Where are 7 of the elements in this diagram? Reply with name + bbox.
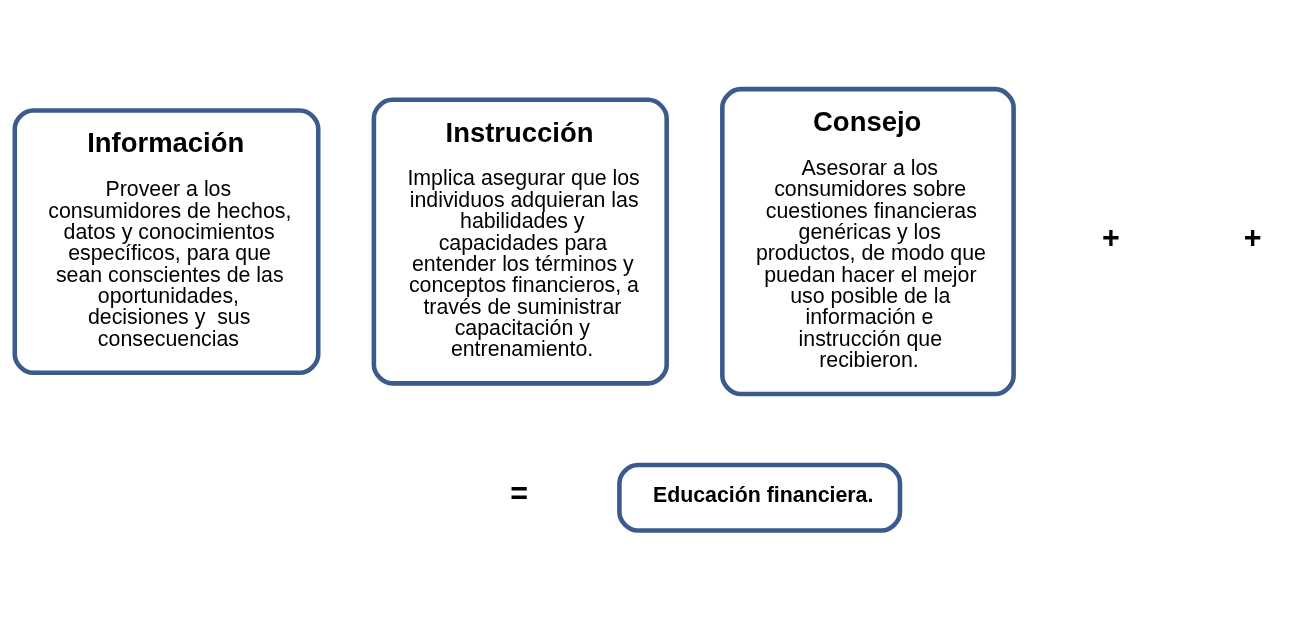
label: + — [1243, 219, 1262, 254]
node-box: Instrucción Implica asegurar que los individuos adquieran las habilidades y capacidades para entender los términos y conceptos financieros, a través de suministrar capacitación y entrenamiento. — [371, 97, 669, 386]
node-box: Consejo Asesorar a los consumidores sobre cuestiones financieras genéricas y los productos, de modo que puedan hacer el mejor uso posible de la información e instrucción que recibieron. — [720, 86, 1016, 396]
label: = — [510, 475, 529, 510]
node-box: Educación financiera. — [617, 462, 903, 533]
label: + — [1102, 219, 1120, 254]
node-box: Información Proveer a los consumidores de hechos, datos y conocimientos específicos, para que sean conscientes de las oportunidades, decisiones y sus consecuencias — [12, 107, 321, 375]
